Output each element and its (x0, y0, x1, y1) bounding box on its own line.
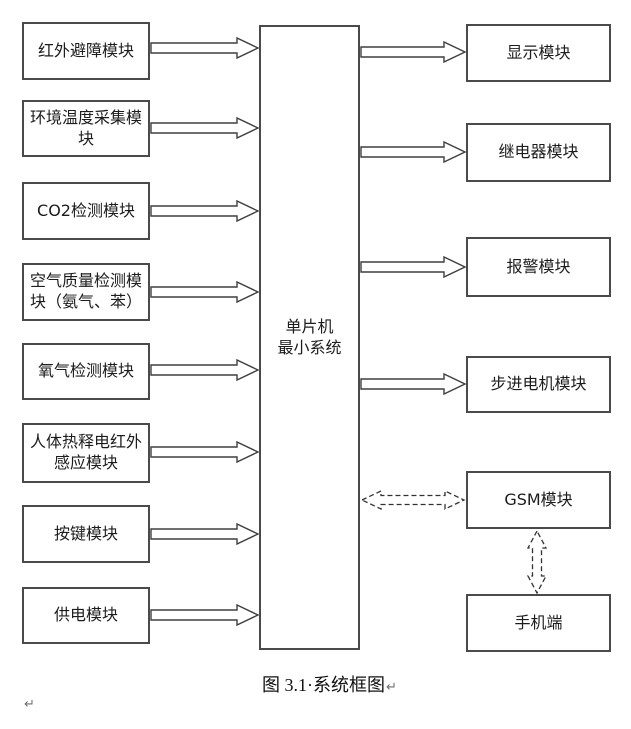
arrow-infrared-to-mcu (150, 36, 260, 60)
arrow-temperature-to-mcu (150, 116, 260, 140)
arrow-mcu-to-display (360, 40, 467, 64)
arrow-power-to-mcu (150, 603, 260, 627)
module-label: 继电器模块 (498, 142, 579, 162)
arrow-mcu-to-stepper (360, 372, 467, 396)
module-box-pir-sensor: 人体热释电红外感应模块 (22, 423, 150, 483)
module-label: 报警模块 (506, 256, 571, 276)
module-box-mcu-minimum-system: 单片机 最小系统 (259, 25, 360, 650)
module-label: 显示模块 (506, 42, 571, 62)
paragraph-return-mark-icon: ↵ (24, 697, 35, 712)
arrow-mcu-to-relay (360, 140, 467, 164)
module-label: 氧气检测模块 (37, 361, 134, 381)
module-label: 环境温度采集模块 (29, 107, 142, 148)
module-box-keypad: 按键模块 (22, 505, 150, 563)
arrow-oxygen-to-mcu (150, 358, 260, 382)
module-box-air-quality: 空气质量检测模块（氨气、苯） (22, 263, 150, 321)
module-label: 步进电机模块 (490, 374, 587, 394)
module-label: 空气质量检测模块（氨气、苯） (29, 271, 142, 311)
module-label: GSM模块 (504, 489, 573, 509)
module-label: 人体热释电红外感应模块 (29, 432, 142, 472)
module-box-power-supply: 供电模块 (22, 587, 150, 644)
module-box-display: 显示模块 (466, 24, 611, 82)
module-box-infrared-obstacle: 红外避障模块 (22, 22, 150, 80)
module-label: 手机端 (514, 612, 563, 632)
arrow-co2-to-mcu (150, 199, 260, 223)
figure-caption: 图 3.1·系统框图↵ (262, 671, 397, 697)
arrow-airquality-to-mcu (150, 280, 260, 304)
module-label: CO2检测模块 (37, 200, 135, 220)
module-label: 供电模块 (53, 605, 118, 625)
arrow-mcu-to-alarm (360, 255, 467, 279)
module-label: 单片机 最小系统 (277, 316, 342, 357)
arrow-gsm-phone-bidirectional (526, 529, 548, 595)
module-box-gsm: GSM模块 (466, 471, 611, 529)
caption-return-mark-icon: ↵ (386, 680, 397, 695)
figure-caption-text: 图 3.1·系统框图 (262, 675, 385, 695)
arrow-mcu-gsm-bidirectional (360, 489, 466, 511)
arrow-pir-to-mcu (150, 440, 260, 464)
module-box-alarm: 报警模块 (466, 237, 611, 297)
module-box-env-temperature: 环境温度采集模块 (22, 100, 150, 157)
module-box-co2-detect: CO2检测模块 (22, 182, 150, 240)
arrow-keypad-to-mcu (150, 522, 260, 546)
module-box-mobile-phone: 手机端 (466, 594, 611, 652)
module-label: 红外避障模块 (37, 40, 134, 60)
module-box-relay: 继电器模块 (466, 123, 611, 182)
module-box-stepper-motor: 步进电机模块 (466, 356, 611, 413)
module-box-oxygen-detect: 氧气检测模块 (22, 343, 150, 400)
module-label: 按键模块 (53, 523, 118, 543)
